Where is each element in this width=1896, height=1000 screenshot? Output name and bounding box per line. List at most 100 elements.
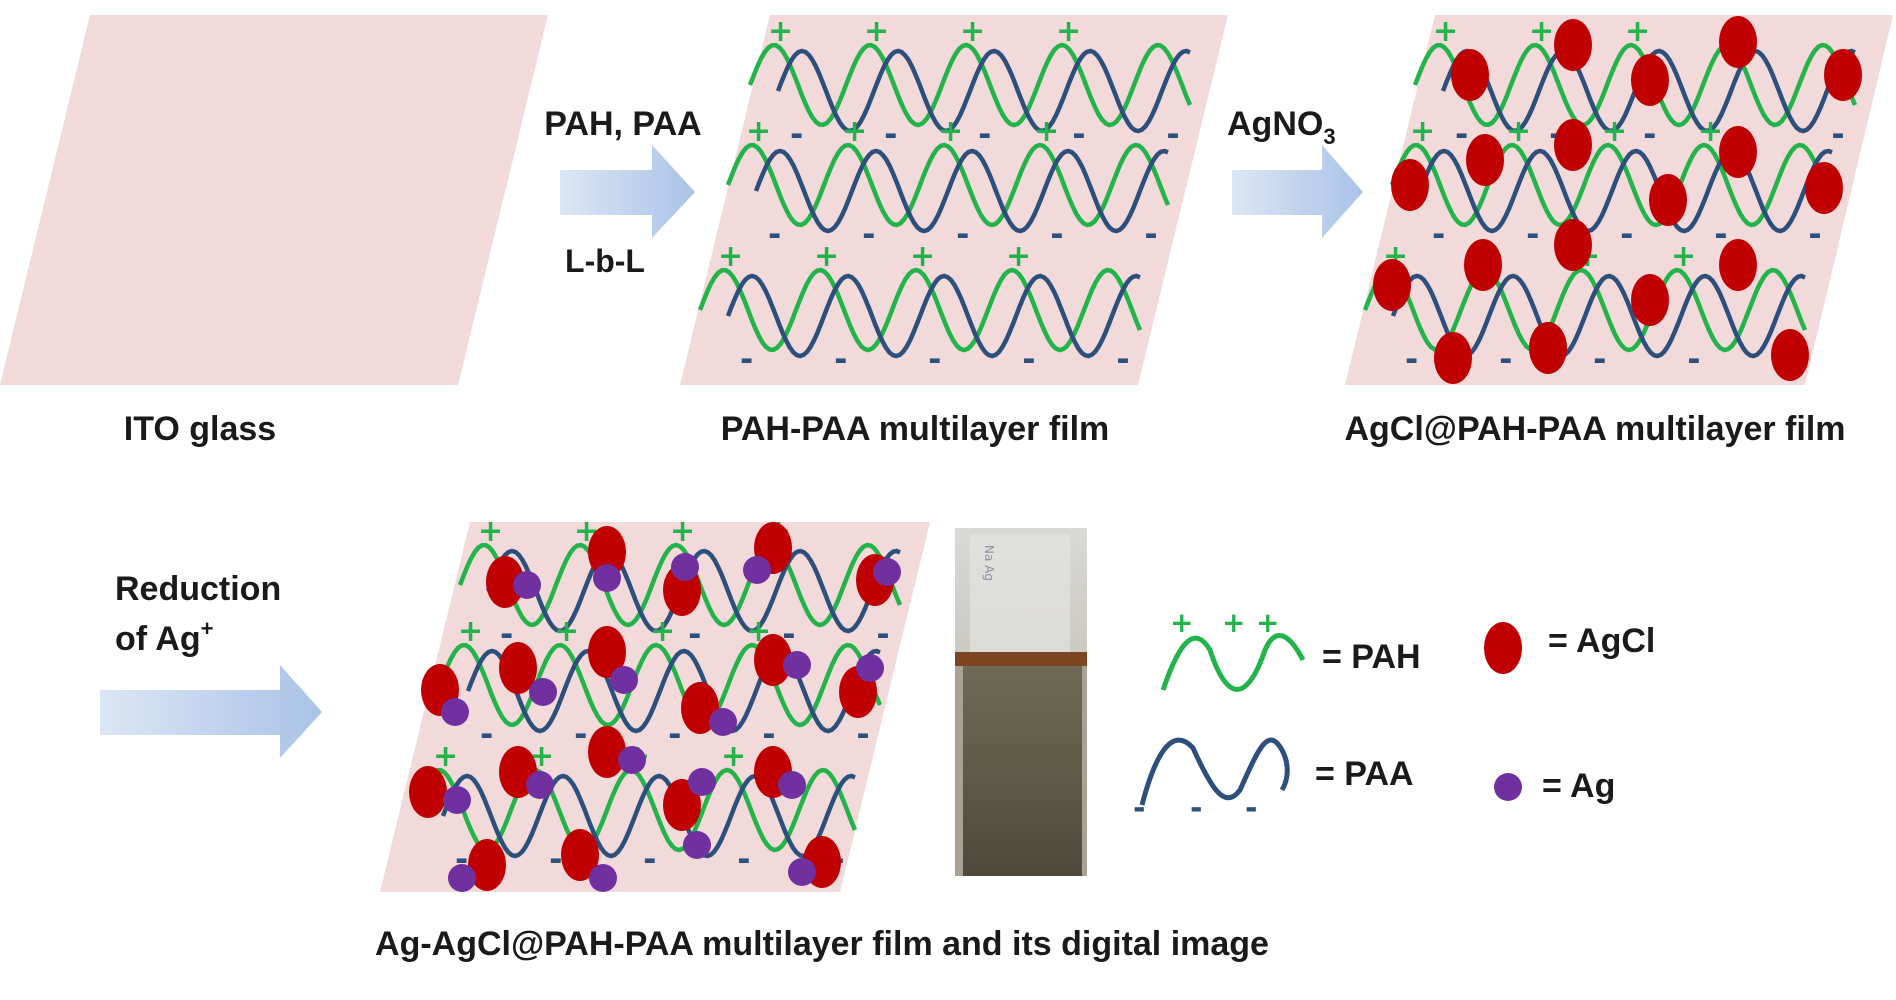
paa-chain [1417,148,1833,234]
ag-particle [593,564,621,592]
plus-charge: + [721,739,746,774]
plus-charge: + [746,114,771,149]
ag-particle [610,666,638,694]
minus-charge: - [1831,115,1844,153]
minus-charge: - [688,615,701,653]
legend-pah-plus-2: + [1222,606,1245,639]
agcl-particle [486,556,524,608]
ag-particle [788,858,816,886]
pah-chain [457,542,903,628]
minus-charge: - [643,840,656,878]
agcl-particle [1466,134,1504,186]
agcl-particle [1805,162,1843,214]
minus-charge: - [834,340,847,378]
minus-charge: - [762,715,775,753]
minus-charge: - [1499,340,1512,378]
plus-charge: + [1529,14,1554,49]
plus-charge: + [1034,114,1059,149]
plus-charge: + [842,114,867,149]
plus-charge: + [554,614,579,649]
plus-charge: + [1602,114,1627,149]
minus-charge: - [1072,115,1085,153]
minus-charge: - [668,715,681,753]
ito-glass-substrate [0,15,548,385]
ag-particle [529,678,557,706]
minus-charge: - [1687,340,1700,378]
agcl-particle [1451,49,1489,101]
minus-charge: - [574,715,587,753]
minus-charge: - [1432,215,1445,253]
agcl-particle [663,779,701,831]
ag-particle [709,708,737,736]
pah-paa-film-panel: ++++-----++++-----++++----- [680,14,1228,385]
agcl-particle [1771,329,1809,381]
plus-charge: + [864,14,889,49]
plus-charge: + [433,739,458,774]
pah-chain [437,642,883,728]
agcl-particle [561,829,599,881]
pah-chain [1412,42,1858,128]
minus-charge: - [1166,115,1179,153]
legend-agcl-label: = AgCl [1548,622,1655,660]
legend-paa-minus-1: - [1133,791,1145,826]
pah-chain [1389,142,1835,228]
legend-agcl: = AgCl [1484,622,1655,674]
agcl-particle [499,642,537,694]
minus-charge: - [1144,215,1157,253]
agcl-particle [1554,219,1592,271]
ag-particle [441,698,469,726]
step3-label-line1: Reduction [115,570,281,608]
legend-ag-label: = Ag [1542,767,1615,805]
legend-pah-plus-3: + [1256,606,1279,639]
pah-chain [747,42,1193,128]
legend-ag-particle-icon [1494,773,1522,801]
ag-particle [683,831,711,859]
minus-charge: - [856,715,869,753]
legend-agcl-particle-icon [1484,622,1522,674]
minus-charge: - [740,340,753,378]
legend-paa-label: = PAA [1315,755,1414,793]
legend: + + + = PAH - - - = PAA = AgCl = Ag [1133,606,1655,826]
agcl-film-panel: ++++-----++++-----++++----- [1345,14,1893,385]
paa-chain [440,773,856,859]
ag-particle [443,786,471,814]
agcl-particle [754,634,792,686]
pah-paa-film-substrate [680,15,1228,385]
agcl-particle [1464,239,1502,291]
legend-pah-label: = PAH [1322,638,1421,676]
ito-glass-label: ITO glass [124,410,276,448]
agcl-particle [588,726,626,778]
minus-charge: - [1455,115,1468,153]
plus-charge: + [1006,239,1031,274]
agcl-particle [1373,259,1411,311]
ag-particle [688,768,716,796]
minus-charge: - [1116,340,1129,378]
agcl-particle [1719,239,1757,291]
pah-chain [697,267,1143,353]
plus-charge: + [1625,14,1650,49]
plus-charge: + [814,239,839,274]
minus-charge: - [884,115,897,153]
minus-charge: - [1620,215,1633,253]
agcl-particle [1529,322,1567,374]
step1-method-label: L-b-L [565,243,645,279]
minus-charge: - [500,615,513,653]
plus-charge: + [1056,14,1081,49]
agcl-particle [588,626,626,678]
ag-particle [526,771,554,799]
step1-arrow [560,145,695,238]
plus-charge: + [938,114,963,149]
agcl-particle [409,766,447,818]
legend-pah-plus-1: + [1170,606,1193,639]
minus-charge: - [956,215,969,253]
svg-text:Na Ag: Na Ag [982,545,996,581]
minus-charge: - [1050,215,1063,253]
ag-particle [513,571,541,599]
agcl-particle [1631,274,1669,326]
agcl-particle [1719,16,1757,68]
agcl-particle [1631,54,1669,106]
minus-charge: - [862,215,875,253]
plus-charge: + [458,614,483,649]
agcl-particle [468,839,506,891]
